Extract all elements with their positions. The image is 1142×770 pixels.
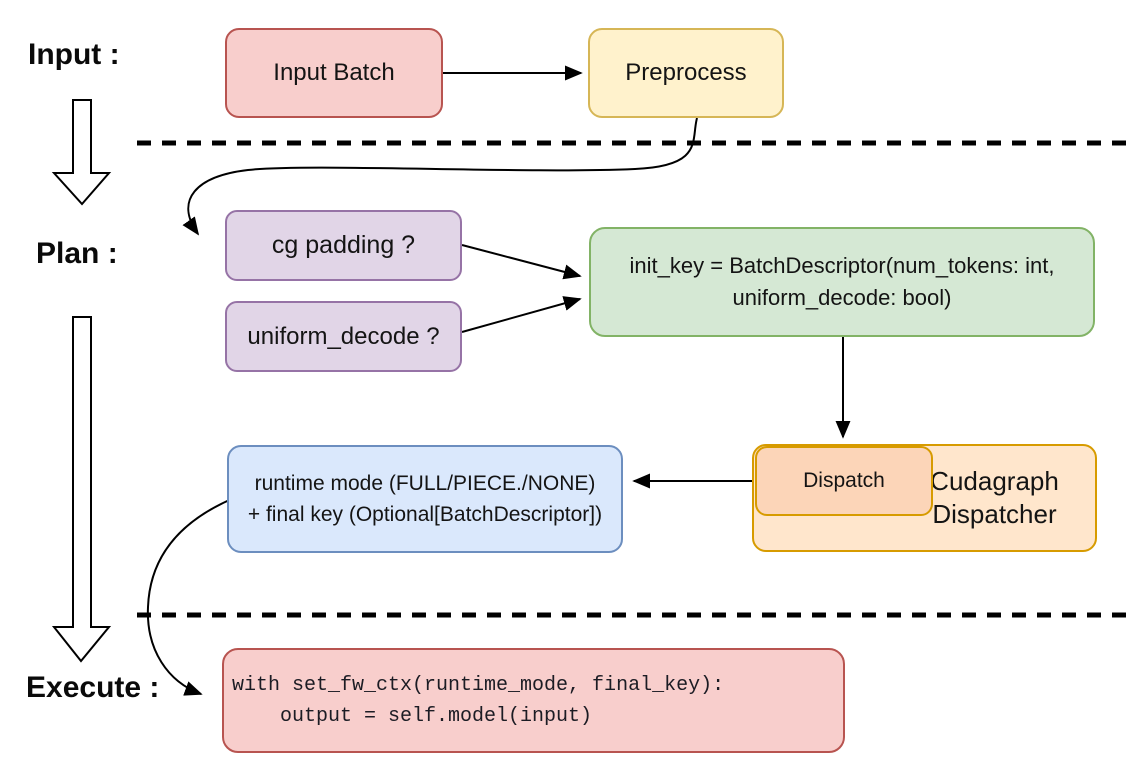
- node-runtime-mode-line1: runtime mode (FULL/PIECE./NONE): [254, 472, 596, 495]
- node-init-key-line1: init_key = BatchDescriptor(num_tokens: i…: [629, 253, 1055, 278]
- node-init-key: init_key = BatchDescriptor(num_tokens: i…: [589, 227, 1095, 337]
- node-init-key-line2: uniform_decode: bool): [732, 285, 952, 310]
- connector-runtime-mode-to-execute-code: [146, 497, 235, 696]
- node-execute-code: with set_fw_ctx(runtime_mode, final_key)…: [222, 648, 845, 753]
- node-dispatch-label: Dispatch: [803, 468, 885, 492]
- stage-label-plan: Plan :: [36, 237, 118, 270]
- node-cg-padding-label: cg padding ?: [271, 230, 416, 259]
- node-uniform-decode: uniform_decode ?: [225, 301, 462, 372]
- down-arrow-input-to-plan-icon: [51, 99, 112, 206]
- node-cudagraph-dispatcher-line2: Dispatcher: [932, 499, 1057, 529]
- node-execute-code-line1: with set_fw_ctx(runtime_mode, final_key)…: [232, 673, 725, 697]
- down-arrow-plan-to-execute-icon: [51, 316, 112, 663]
- node-cudagraph-dispatcher-label: Cudagraph Dispatcher: [912, 465, 1077, 531]
- node-preprocess: Preprocess: [588, 28, 784, 118]
- node-runtime-mode: runtime mode (FULL/PIECE./NONE) + final …: [227, 445, 623, 553]
- connector-preprocess-to-cg-padding: [182, 117, 698, 236]
- node-input-batch-label: Input Batch: [273, 59, 395, 86]
- stage-label-input: Input :: [28, 38, 120, 71]
- stage-label-execute: Execute :: [26, 671, 160, 704]
- node-dispatch: Dispatch: [755, 446, 933, 516]
- node-input-batch: Input Batch: [225, 28, 443, 118]
- connector-cg-padding-to-init-key: [461, 244, 582, 280]
- node-uniform-decode-label: uniform_decode ?: [247, 322, 440, 350]
- node-cudagraph-dispatcher-line1: Cudagraph: [930, 466, 1059, 496]
- connector-uniform-decode-to-init-key: [461, 296, 582, 333]
- node-runtime-mode-line2: + final key (Optional[BatchDescriptor]): [247, 503, 603, 526]
- node-preprocess-label: Preprocess: [625, 59, 747, 86]
- node-cg-padding: cg padding ?: [225, 210, 462, 281]
- node-execute-code-line2: output = self.model(input): [232, 704, 593, 728]
